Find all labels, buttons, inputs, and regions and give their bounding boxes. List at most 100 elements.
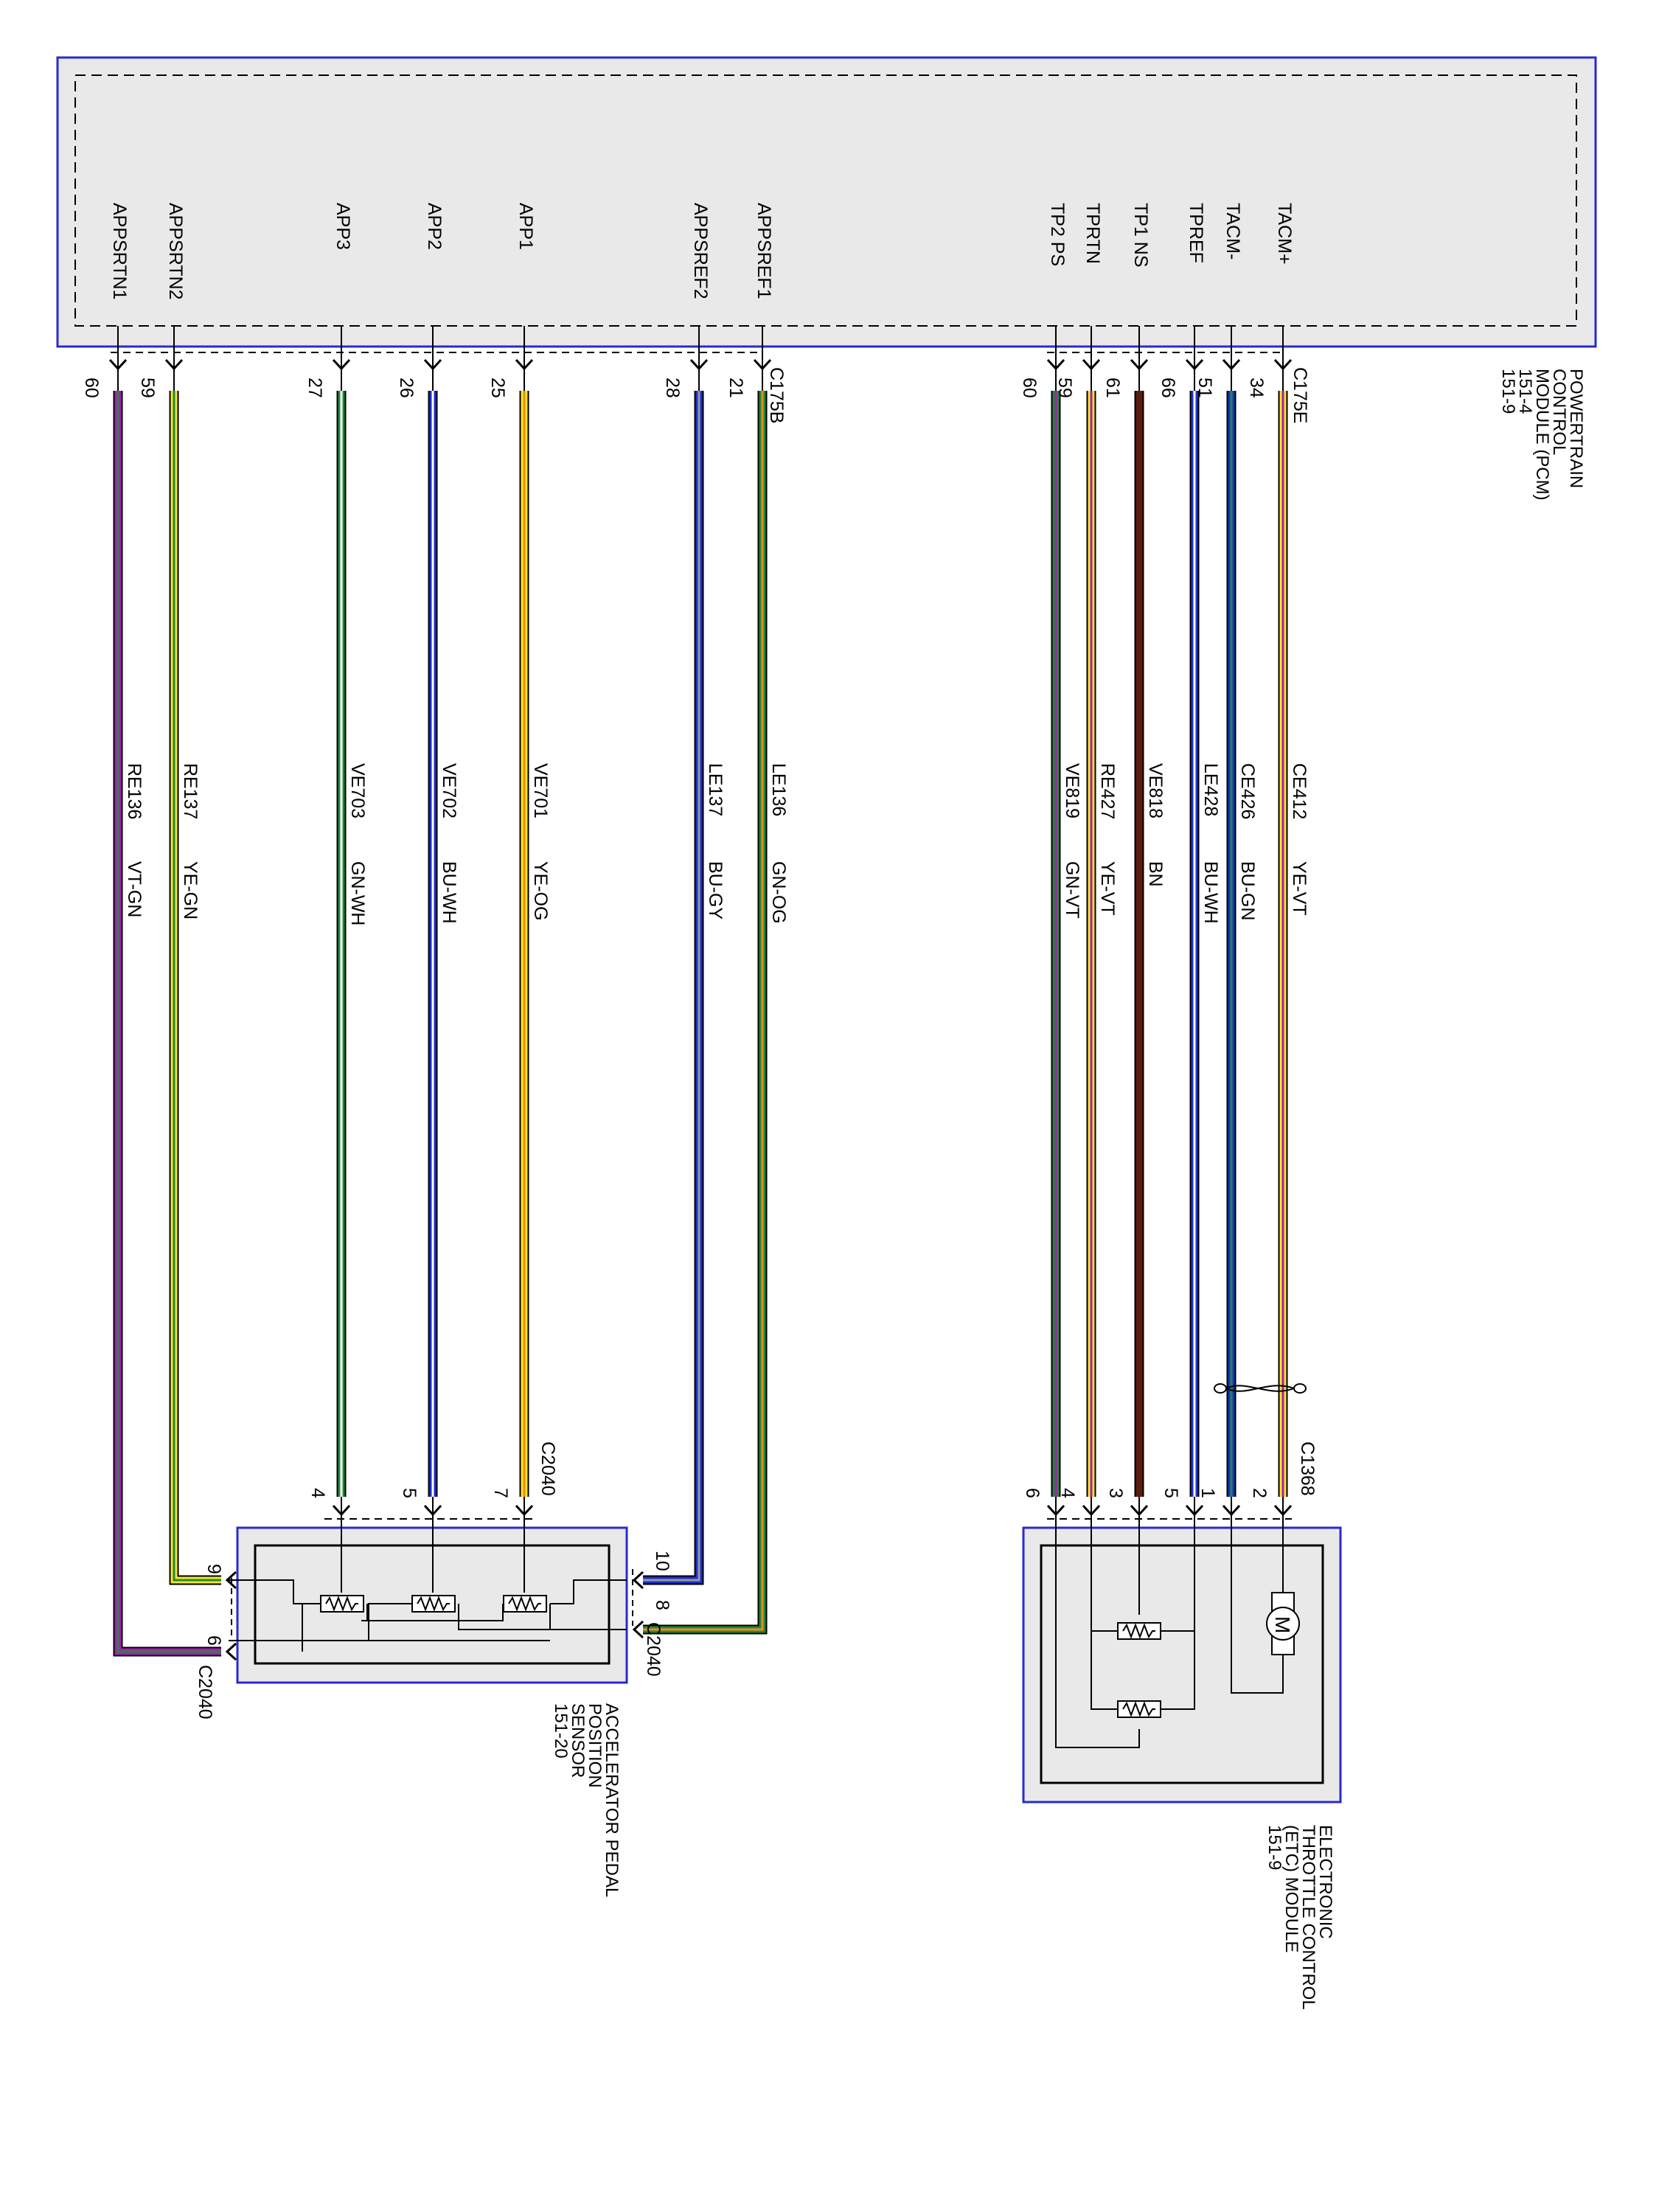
pcm-pin-re136: 60: [81, 378, 102, 398]
color-code-ce426: BU-GN: [1237, 861, 1258, 921]
pcm-pin-ce426: 51: [1194, 378, 1215, 398]
component-pin-ve701: 7: [490, 1488, 511, 1498]
pcm-module-label-4: 151-4: [1515, 369, 1535, 414]
pcm-signal-tprtn: TPRTN: [1082, 203, 1103, 264]
apps-module-label-2: POSITION: [585, 1703, 605, 1788]
pcm-signal-appsrtn2: APPSRTN2: [165, 203, 186, 300]
etc-resistor-1: [1117, 1622, 1161, 1640]
etc-module-label-2: THROTTLE CONTROL: [1298, 1825, 1318, 2010]
motor-icon: [1266, 1607, 1300, 1641]
apps-module-label-3: SENSOR: [568, 1703, 588, 1778]
pcm-pin-le428: 66: [1158, 378, 1178, 398]
color-code-ve819: GN-VT: [1062, 861, 1082, 919]
apps-resistor-3: [320, 1595, 364, 1613]
circuit-id-ve703: VE703: [347, 763, 368, 818]
pcm-signal-appsref2: APPSREF2: [690, 203, 711, 299]
pcm-pin-le136: 21: [726, 378, 746, 398]
circuit-id-re136: RE136: [124, 763, 145, 819]
pcm-pin-ve701: 25: [487, 378, 508, 398]
pcm-pin-ve819: 60: [1019, 378, 1040, 398]
etc-inner-box: [1040, 1544, 1324, 1784]
circuit-id-ve701: VE701: [530, 763, 551, 818]
pcm-signal-tpref: TPREF: [1186, 203, 1206, 263]
circuit-id-ce412: CE412: [1289, 763, 1310, 819]
wire-ve819: [1046, 326, 1065, 1497]
circuit-id-ve819: VE819: [1062, 763, 1082, 818]
c175e-connector-label: C175E: [1290, 367, 1310, 423]
color-code-ce412: YE-VT: [1289, 861, 1310, 916]
component-pin-le136: 8: [652, 1600, 672, 1610]
etc-module-label-3: (ETC) MODULE: [1281, 1825, 1301, 1952]
etc-module-label-1: ELECTRONIC: [1315, 1825, 1335, 1939]
component-pin-le428: 5: [1161, 1488, 1181, 1498]
c2040-top-connector-label: C2040: [538, 1441, 558, 1496]
circuit-id-le137: LE137: [705, 763, 726, 816]
color-code-re137: YE-GN: [180, 861, 201, 919]
c2040-left-connector-label: C2040: [195, 1665, 215, 1719]
wire-ve702: [423, 326, 442, 1497]
accelerator-pedal-position-sensor: ACCELERATOR PEDAL POSITION SENSOR 151-20…: [195, 1441, 664, 1897]
pcm-signal-app1: APP1: [515, 203, 536, 250]
pcm-signal-appsrtn1: APPSRTN1: [109, 203, 130, 300]
color-code-re136: VT-GN: [124, 861, 145, 917]
component-pin-re137: 9: [204, 1564, 224, 1574]
circuit-id-re137: RE137: [180, 763, 201, 819]
pcm-module-label-3: MODULE (PCM): [1532, 369, 1552, 501]
pcm-pin-ve818: 61: [1102, 378, 1123, 398]
color-code-ve703: GN-WH: [347, 861, 368, 925]
component-pin-ce426: 1: [1197, 1488, 1218, 1498]
wire-ve701: [515, 326, 534, 1497]
c2040-right-connector-label: C2040: [643, 1622, 664, 1677]
pcm-signal-appsref1: APPSREF1: [754, 203, 774, 299]
circuit-id-le136: LE136: [768, 763, 789, 816]
circuit-id-le428: LE428: [1200, 763, 1221, 816]
wire-ve818: [1130, 326, 1149, 1497]
color-code-ve701: YE-OG: [530, 861, 551, 921]
pcm-module-label-1: POWERTRAIN: [1566, 369, 1586, 488]
pcm-pin-ce412: 34: [1246, 378, 1267, 398]
etc-internal-circuit: [1055, 1519, 1284, 1748]
apps-module-label-1: ACCELERATOR PEDAL: [602, 1703, 622, 1897]
wire-le136: [643, 326, 772, 1635]
pcm-signal-tp2-ps: TP2 PS: [1047, 203, 1068, 266]
wire-le137: [643, 326, 709, 1585]
pcm-signal-tacm-: TACM+: [1274, 203, 1295, 265]
component-pin-ve818: 3: [1105, 1488, 1126, 1498]
c175b-connector-label: C175B: [766, 367, 787, 423]
pcm-pin-re427: 59: [1054, 378, 1075, 398]
component-pin-ve819: 6: [1022, 1488, 1043, 1498]
apps-module-label-4: 151-20: [551, 1703, 571, 1759]
component-pin-ce412: 2: [1249, 1488, 1270, 1498]
pcm-module-label-5: 151-9: [1498, 369, 1518, 414]
color-code-re427: YE-VT: [1097, 861, 1118, 916]
wire-le428: [1185, 326, 1204, 1497]
color-code-le428: BU-WH: [1200, 861, 1221, 924]
wires-layer: APPSRTN160RE136VT-GN6APPSRTN259RE137YE-G…: [81, 203, 1310, 1661]
component-pin-re427: 4: [1057, 1488, 1078, 1498]
pcm-module-box: [56, 56, 1597, 348]
component-pin-re136: 6: [204, 1635, 224, 1646]
circuit-id-ve702: VE702: [439, 763, 459, 818]
etc-resistor-2: [1117, 1700, 1161, 1718]
apps-resistor-1: [503, 1595, 547, 1613]
wire-re136: [108, 326, 221, 1657]
color-code-le137: BU-GY: [705, 861, 726, 920]
pcm-pin-le137: 28: [662, 378, 683, 398]
component-pin-ve702: 5: [399, 1488, 420, 1498]
wire-ve703: [332, 326, 351, 1497]
component-pin-le137: 10: [652, 1551, 672, 1571]
pcm-module-label-2: CONTROL: [1549, 369, 1569, 455]
etc-module-label-4: 151-9: [1265, 1825, 1284, 1870]
circuit-id-re427: RE427: [1097, 763, 1118, 819]
pcm-module-dashed-border: [74, 74, 1577, 327]
pcm-pin-ve702: 26: [396, 378, 417, 398]
c1368-connector-label: C1368: [1297, 1441, 1318, 1496]
pcm-signal-app3: APP3: [333, 203, 353, 250]
wire-re427: [1082, 326, 1101, 1497]
color-code-ve818: BN: [1145, 861, 1166, 887]
color-code-le136: GN-OG: [768, 861, 789, 924]
pcm-signal-tacm-: TACM-: [1222, 203, 1243, 260]
apps-resistor-2: [411, 1595, 456, 1613]
twisted-pair-indicator: [1214, 1383, 1307, 1394]
